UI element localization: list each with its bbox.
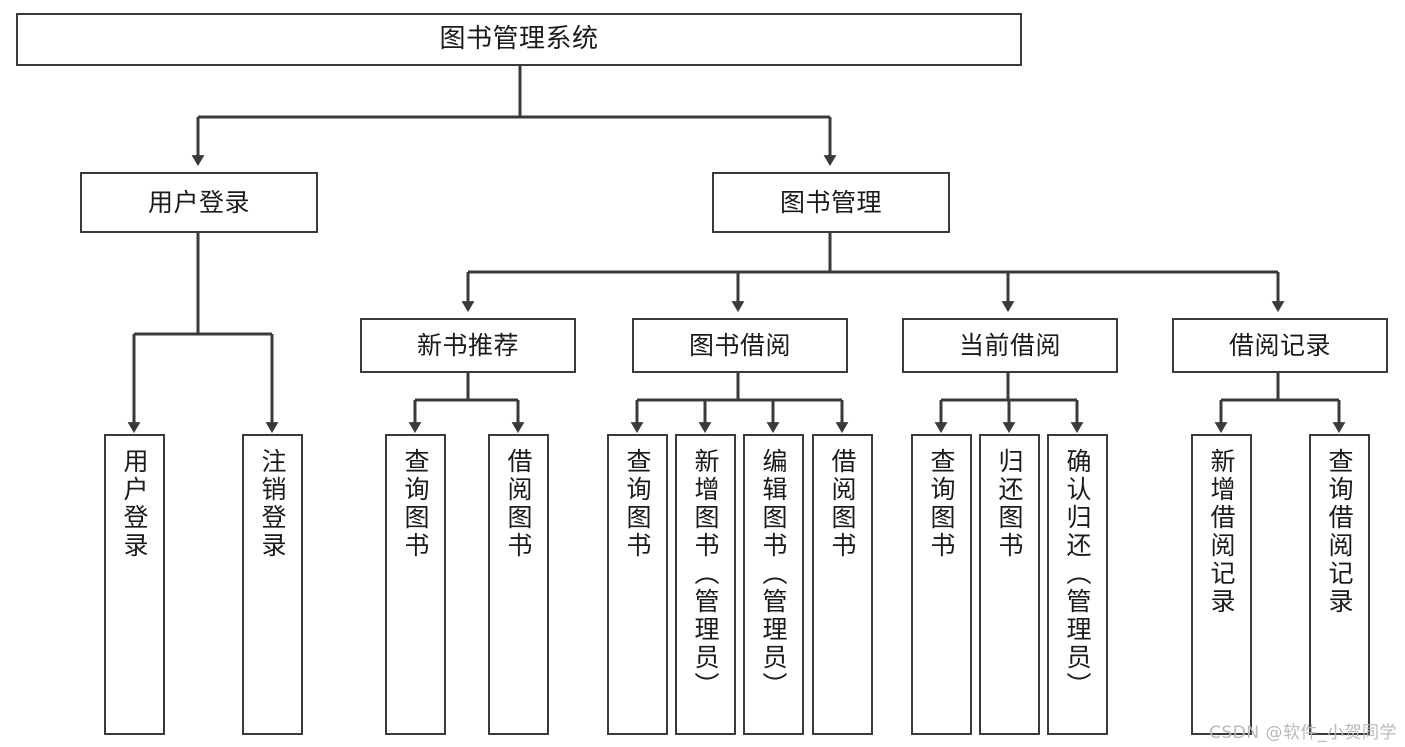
node-label: 借阅图书 <box>504 448 533 560</box>
leaf-current-query-book[interactable]: 查询图书 <box>911 434 972 735</box>
node-user-login[interactable]: 用户登录 <box>80 172 318 233</box>
leaf-user-login[interactable]: 用户登录 <box>104 434 165 735</box>
leaf-borrow-add-book-admin[interactable]: 新增图书（管理员） <box>675 434 736 735</box>
node-borrow-record[interactable]: 借阅记录 <box>1172 318 1388 373</box>
node-label: 查询图书 <box>401 448 430 560</box>
node-label: 查询借阅记录 <box>1325 448 1354 616</box>
node-label: 图书借阅 <box>688 330 791 360</box>
node-label: 图书管理 <box>779 187 882 217</box>
node-label: 用户登录 <box>120 448 149 560</box>
leaf-record-add-borrow-record[interactable]: 新增借阅记录 <box>1191 434 1252 735</box>
leaf-logout[interactable]: 注销登录 <box>242 434 303 735</box>
leaf-record-query-borrow-record[interactable]: 查询借阅记录 <box>1309 434 1370 735</box>
node-label: 用户登录 <box>147 187 250 217</box>
node-label: 当前借阅 <box>958 330 1061 360</box>
node-label: 新增借阅记录 <box>1207 448 1236 616</box>
node-label: 归还图书 <box>995 448 1024 560</box>
node-book-management[interactable]: 图书管理 <box>712 172 950 233</box>
node-label: 借阅记录 <box>1228 330 1331 360</box>
node-label: 借阅图书 <box>828 448 857 560</box>
node-current-borrow[interactable]: 当前借阅 <box>902 318 1118 373</box>
node-new-book-recommend[interactable]: 新书推荐 <box>360 318 576 373</box>
leaf-new-book-borrow-book[interactable]: 借阅图书 <box>488 434 549 735</box>
leaf-borrow-borrow-book[interactable]: 借阅图书 <box>812 434 873 735</box>
node-label: 图书管理系统 <box>439 24 599 55</box>
leaf-new-book-query-book[interactable]: 查询图书 <box>385 434 446 735</box>
node-label: 新增图书（管理员） <box>691 448 720 700</box>
node-book-borrow[interactable]: 图书借阅 <box>632 318 848 373</box>
node-label: 查询图书 <box>927 448 956 560</box>
node-label: 确认归还（管理员） <box>1063 448 1092 700</box>
node-label: 注销登录 <box>258 448 287 560</box>
leaf-current-return-book[interactable]: 归还图书 <box>979 434 1040 735</box>
node-label: 编辑图书（管理员） <box>759 448 788 700</box>
csdn-watermark: CSDN @软件_小贺同学 <box>1209 723 1397 743</box>
node-label: 新书推荐 <box>416 330 519 360</box>
leaf-borrow-query-book[interactable]: 查询图书 <box>607 434 668 735</box>
leaf-borrow-edit-book-admin[interactable]: 编辑图书（管理员） <box>743 434 804 735</box>
node-label: 查询图书 <box>623 448 652 560</box>
node-root-system[interactable]: 图书管理系统 <box>16 13 1022 66</box>
leaf-current-confirm-return-admin[interactable]: 确认归还（管理员） <box>1047 434 1108 735</box>
